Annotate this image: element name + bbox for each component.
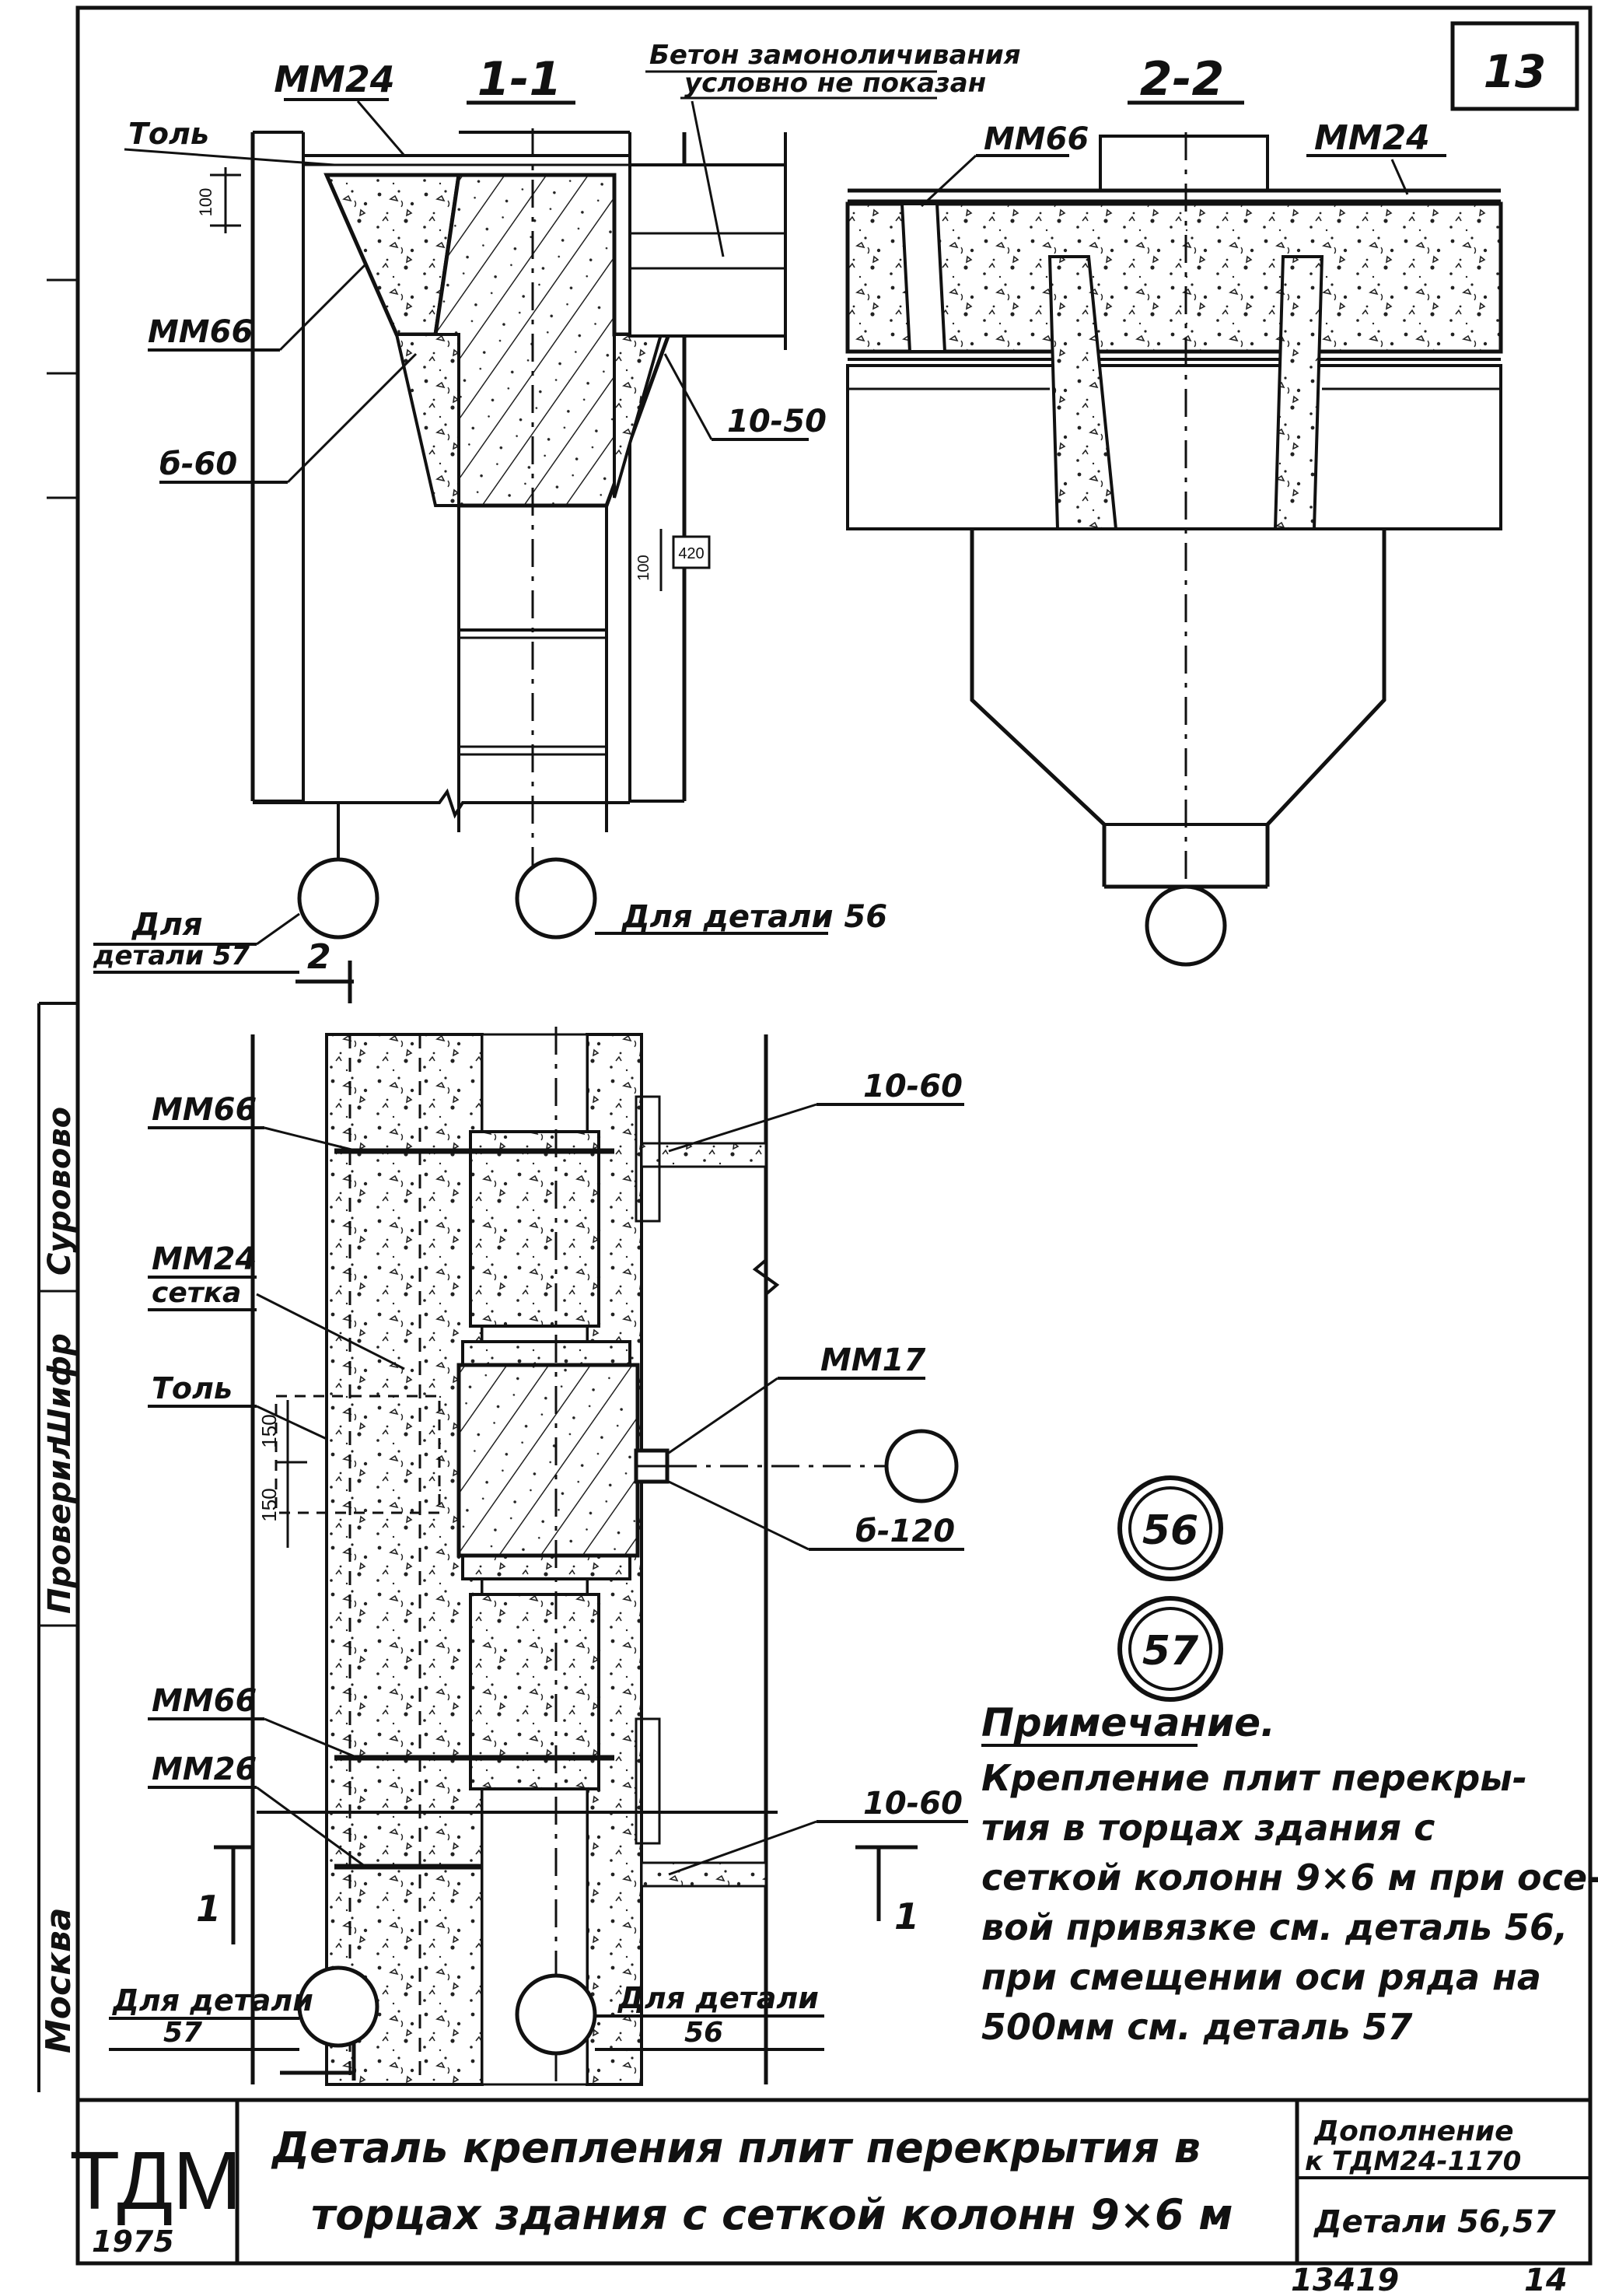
stamp-entry-3: Суровово [42, 1107, 78, 1276]
ref-57-bottom-line2: 57 [163, 2017, 202, 2049]
section-1-1-title: 1-1 [477, 52, 561, 107]
title-supplement-1: Дополнение [1313, 2116, 1514, 2147]
axis-bubble-1 [297, 857, 379, 940]
dim-150-b: 150 [257, 1488, 281, 1521]
label-10-50: 10-50 [727, 404, 827, 439]
label-mm24-setka: ММ24 [152, 1241, 257, 1277]
ref-56-top-text: Для детали 56 [621, 899, 887, 935]
cut-2-label: 2 [307, 937, 331, 977]
ref-57-bottom-line1: Для детали [112, 1983, 313, 2018]
footer-page: 14 [1524, 2263, 1568, 2296]
cut-mark-1-right: 1 [855, 1845, 919, 1937]
dim-100-top: 100 [196, 188, 215, 217]
axis-bubble-4 [297, 1965, 379, 2048]
label-b-120: б-120 [855, 1514, 955, 1549]
cut-1-right-label: 1 [894, 1895, 919, 1937]
detail-marker-57-text: 57 [1142, 1628, 1199, 1675]
ref-detail-56-top: Для детали 56 [595, 899, 887, 935]
label-mm66-22: ММ66 [984, 121, 1089, 157]
ref-detail-57-bottom: Для детали 57 [109, 1983, 313, 2051]
title-line-2: торцах здания с сеткой колонн 9×6 м [311, 2190, 1233, 2239]
cut-1-left-label: 1 [196, 1888, 221, 1930]
label-mm66-plan-top: ММ66 [152, 1092, 257, 1128]
label-mm24-22: ММ24 [1314, 118, 1430, 158]
section-2-2-title: 2-2 [1140, 52, 1224, 107]
sheet-number: 13 [1484, 45, 1547, 98]
label-tol-top: Толь [128, 117, 209, 151]
label-setka: сетка [152, 1277, 241, 1309]
title-details: Детали 56,57 [1313, 2204, 1556, 2240]
ref-57-top-line1: Для [131, 907, 203, 943]
label-mm17: ММ17 [820, 1342, 925, 1378]
section-1-1: 1-1 [124, 52, 827, 887]
label-b-60: б-60 [159, 446, 237, 482]
plan-view: ММ66 10-60 ММ24 сетка Толь ММ17 б-120 15… [148, 1027, 968, 2086]
note-line-1: Крепление плит перекры- [981, 1757, 1527, 1799]
ref-56-bottom-line1: Для детали [617, 1981, 819, 2015]
note-line-6: 500мм см. деталь 57 [981, 2006, 1412, 2048]
axis-bubble-3 [1145, 884, 1227, 967]
stamp-entry-2: Шифр [42, 1333, 78, 1447]
title-block: ТДМ 1975 Деталь крепления плит перекрыти… [69, 2098, 1593, 2266]
label-tol-plan: Толь [152, 1371, 233, 1405]
note-line-3: сеткой колонн 9×6 м при осе- [981, 1857, 1598, 1899]
cut-mark-2: 2 [295, 937, 354, 1003]
axis-bubble-plan-right [884, 1429, 959, 1503]
label-mm24-top: ММ24 [274, 58, 395, 100]
footer-archive-no: 13419 [1291, 2263, 1399, 2296]
stamp-entry-1: Проверил [42, 1437, 78, 1614]
note-line-4: вой привязке см. деталь 56, [981, 1906, 1568, 1948]
detail-marker-56: 56 [1117, 1475, 1223, 1581]
ref-detail-57-top: Для детали 57 [93, 907, 300, 974]
ref-56-bottom-line2: 56 [684, 2017, 723, 2049]
label-10-60-bottom: 10-60 [863, 1786, 963, 1822]
detail-marker-56-text: 56 [1142, 1507, 1198, 1554]
cut-mark-2-bottom [280, 2042, 356, 2081]
label-10-60-top: 10-60 [863, 1069, 963, 1104]
dim-150-a: 150 [257, 1414, 281, 1447]
label-mm26: ММ26 [152, 1752, 257, 1787]
cut-mark-1-left: 1 [196, 1845, 253, 1944]
title-supplement-2: к ТДМ24-1170 [1305, 2146, 1521, 2177]
title-logo: ТДМ [69, 2135, 241, 2227]
note-line-2: тия в торцах здания с [981, 1807, 1435, 1849]
note-line-5: при смещении оси ряда на [981, 1956, 1541, 1998]
axis-bubble-5 [515, 1973, 597, 2056]
sheet-number-box: 13 [1450, 21, 1579, 111]
dim-420: 420 [678, 545, 704, 562]
note-concrete-line2: условно не показан [684, 68, 986, 99]
section-2-2: 2-2 ММ66 ММ24 [845, 52, 1503, 902]
ref-detail-56-bottom: Для детали 56 [595, 1981, 824, 2051]
detail-marker-57: 57 [1117, 1596, 1223, 1702]
note-title: Примечание. [981, 1700, 1275, 1745]
label-mm66-plan-bottom: ММ66 [152, 1683, 257, 1719]
dim-100-right: 100 [635, 555, 652, 580]
axis-bubble-2 [515, 857, 597, 940]
note-concrete-line1: Бетон замоноличивания [649, 40, 1021, 71]
label-mm66-top: ММ66 [148, 314, 253, 350]
side-stamp: Проверил Шифр Суровово Москва [37, 278, 79, 2092]
stamp-city: Москва [39, 1908, 79, 2054]
title-year: 1975 [92, 2224, 174, 2259]
note-block: Примечание. Крепление плит перекры- тия … [981, 1700, 1598, 2048]
title-line-1: Деталь крепления плит перекрытия в [271, 2123, 1201, 2172]
note-concrete: Бетон замоноличивания условно не показан [645, 40, 1021, 257]
